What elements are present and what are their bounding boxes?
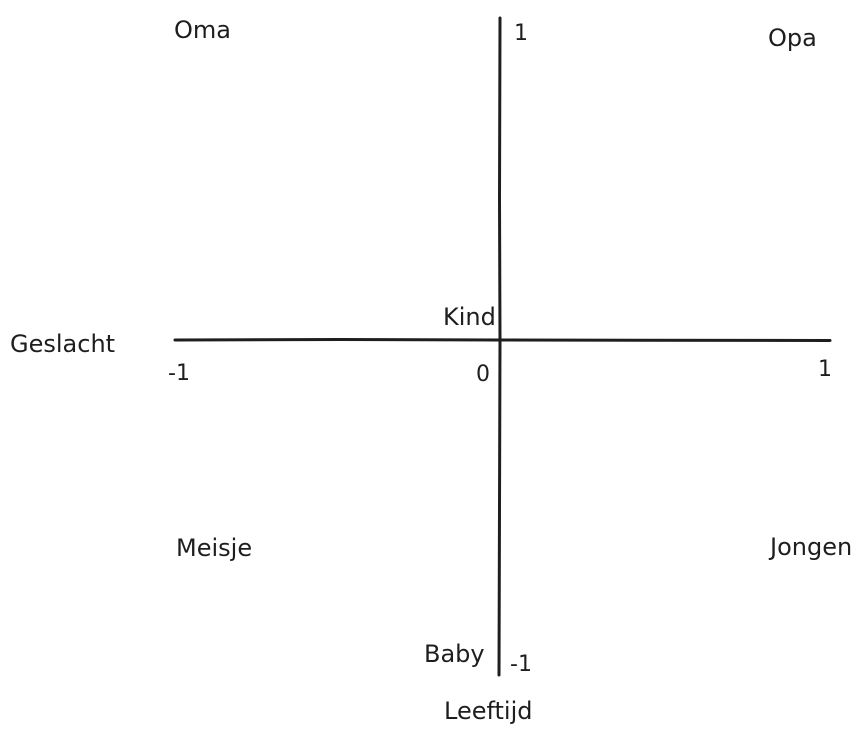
x-tick-max: 1	[818, 357, 832, 382]
y-tick-max: 1	[514, 21, 528, 46]
y-axis-title: Leeftijd	[444, 697, 533, 725]
label-opa: Opa	[768, 24, 817, 52]
label-oma: Oma	[174, 16, 231, 44]
y-tick-min: -1	[510, 652, 532, 677]
x-tick-origin: 0	[476, 362, 490, 387]
label-jongen: Jongen	[768, 533, 852, 561]
x-tick-min: -1	[168, 361, 190, 386]
x-axis-title: Geslacht	[10, 330, 115, 358]
label-kind: Kind	[443, 303, 496, 331]
label-baby: Baby	[424, 640, 485, 668]
label-meisje: Meisje	[176, 534, 252, 562]
x-axis-line	[173, 337, 832, 342]
y-axis-line	[497, 16, 502, 677]
